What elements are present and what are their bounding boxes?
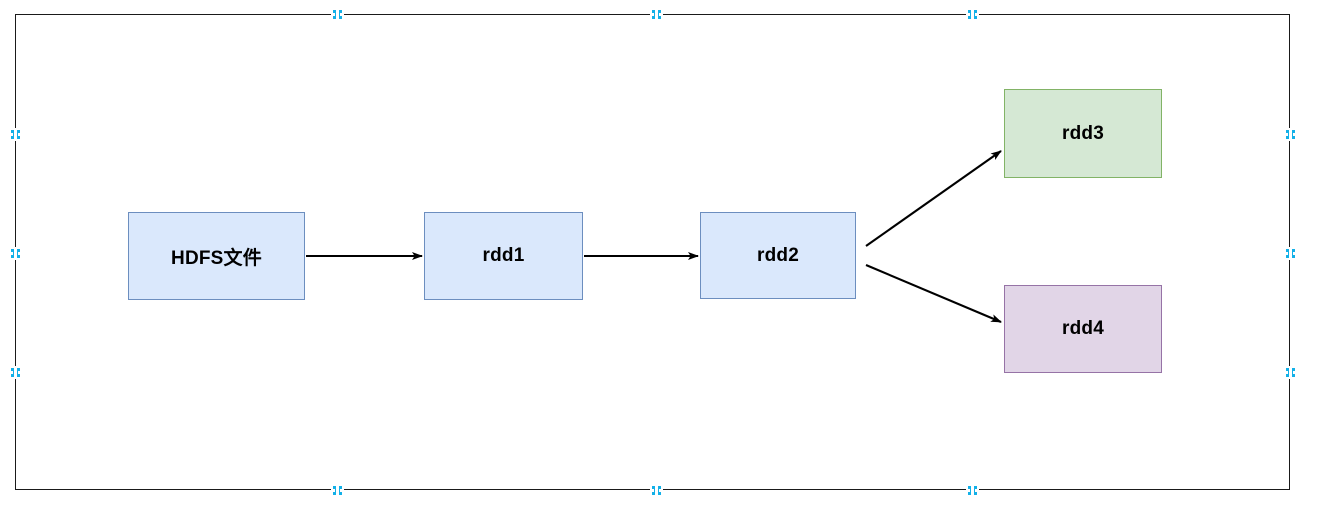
handle-dot: [654, 488, 659, 493]
resize-handle-right[interactable]: [1284, 128, 1297, 141]
handle-dot: [13, 132, 18, 137]
node-rdd2[interactable]: rdd2: [700, 212, 856, 299]
resize-handle-bottom-left[interactable]: [331, 484, 344, 497]
handle-dot: [654, 12, 659, 17]
node-label: rdd1: [482, 245, 525, 266]
handle-dot: [1288, 251, 1293, 256]
handle-dot: [13, 370, 18, 375]
resize-handle-right-lower[interactable]: [1284, 247, 1297, 260]
node-label: rdd3: [1062, 122, 1104, 144]
resize-handle-left-lower[interactable]: [9, 247, 22, 260]
node-rdd3[interactable]: rdd3: [1004, 89, 1162, 178]
resize-handle-bottom[interactable]: [650, 484, 663, 497]
resize-handle-left[interactable]: [9, 128, 22, 141]
resize-handle-bottom-right[interactable]: [966, 484, 979, 497]
handle-dot: [970, 488, 975, 493]
node-label: HDFS文件: [171, 247, 262, 269]
node-rdd1[interactable]: rdd1: [424, 212, 583, 300]
node-rdd4[interactable]: rdd4: [1004, 285, 1162, 373]
handle-dot: [13, 251, 18, 256]
handle-dot: [335, 488, 340, 493]
resize-handle-right-bottom[interactable]: [1284, 366, 1297, 379]
node-label: rdd4: [1062, 318, 1104, 339]
node-hdfs-file[interactable]: HDFS文件: [128, 212, 305, 300]
resize-handle-left-bottom[interactable]: [9, 366, 22, 379]
handle-dot: [970, 12, 975, 17]
handle-dot: [1288, 132, 1293, 137]
resize-handle-top-right[interactable]: [650, 8, 663, 21]
resize-handle-top[interactable]: [331, 8, 344, 21]
node-label: rdd2: [757, 244, 799, 266]
handle-dot: [335, 12, 340, 17]
resize-handle-top-far-right[interactable]: [966, 8, 979, 21]
handle-dot: [1288, 370, 1293, 375]
